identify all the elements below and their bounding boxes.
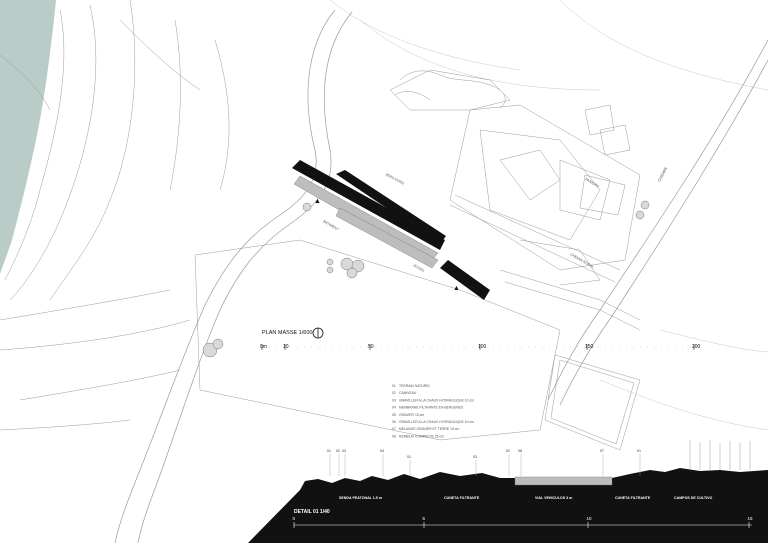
callout-number: 03 [473,455,477,459]
legend-code: 03 [392,398,396,402]
scale-tick-label: 150 [585,344,594,350]
label-road-east: CHEMIN [656,166,668,182]
legend-code: 05 [392,413,396,417]
legend-text: MELANGE GRAVIER ET TERRE 15 cm [399,427,459,431]
label-path-b: PARKING [585,177,601,188]
callout-number: 01 [327,449,331,453]
ruler-tick-label: 0 [293,516,296,521]
scale-tick-label: 50 [368,344,374,350]
terrain-contours [0,0,230,431]
legend-code: 04 [392,406,396,410]
callout-number: 08 [518,449,522,453]
legend-code: 06 [392,420,396,424]
legend-code: 08 [392,434,396,438]
callout-number: 03 [342,449,346,453]
scale-tick-label: 10 [283,344,289,350]
legend-text: REMBLAI COMPACTE 25 cm [399,434,444,438]
callout-number: 02 [336,449,340,453]
legend-text: TERRAIN NATUREL [399,384,431,388]
section-title: DETAIL 01 1/40 [294,509,330,515]
legend-code: 07 [392,427,396,431]
callout-number: 04 [380,449,384,453]
legend-text: GRAVILLER A LA CHAUX HYDRAULIQUE 10 cm [399,420,474,424]
legend-text: CANIVEAU [399,391,417,395]
callout-number: 02 [506,449,510,453]
section-zone-label: SENDA PEATONAL 1.5 m [339,496,382,500]
plan-title: PLAN MASSE 1/600 [262,330,312,336]
callout-number: 01 [637,449,641,453]
parcel-outlines [194,239,641,451]
section-zone-label: VIAL VEHICULOS 3 m [535,496,572,500]
legend-code: 02 [392,391,396,395]
east-road [547,39,768,406]
section-zone-label: CUNETA FILTRANTE [615,496,651,500]
plan-scale-bar: 0m 10 50 100 150 200 [260,344,701,350]
scale-tick-label: 0m [260,344,267,350]
built-block [389,69,641,286]
callout-number: 01 [407,455,411,459]
north-arrow-icon [312,327,324,339]
section-zones: SENDA PEATONAL 1.5 m CUNETA FILTRANTE VIAL… [339,496,712,500]
callout-number: 07 [600,449,604,453]
label-building: BATIMENT [323,219,341,232]
label-path-a: VERS NORD [385,172,406,186]
legend-code: 01 [392,384,396,388]
terrain-contours-east [329,0,768,431]
legend-text: GRAVIER 10 cm [399,413,424,417]
entry-arrow-a: ▲ [314,198,321,205]
label-path-d: ACCES [413,263,426,273]
vegetation-scribbles [394,70,506,109]
section-ruler: 0 5 10 15 [293,516,754,528]
trees [202,200,650,358]
scale-tick-label: 200 [692,344,701,350]
ruler-tick-label: 15 [748,516,754,521]
cross-section [248,440,768,543]
legend-text: MEMBRANE FILTRANTE EN BERGERES [399,406,464,410]
building-roof [292,160,490,300]
section-zone-label: CUNETA FILTRANTE [444,496,480,500]
ruler-tick-label: 5 [423,516,426,521]
entry-arrow-b: ▲ [453,285,460,292]
water-body [0,0,56,274]
access-road [114,9,353,543]
section-zone-label: CAMPOS DE CULTIVO [674,496,712,500]
legend-text: GRAVILLER A LA CHAUX HYDRAULIQUE 10 cm [399,398,474,402]
scale-tick-label: 100 [478,344,487,350]
ruler-tick-label: 10 [587,516,593,521]
